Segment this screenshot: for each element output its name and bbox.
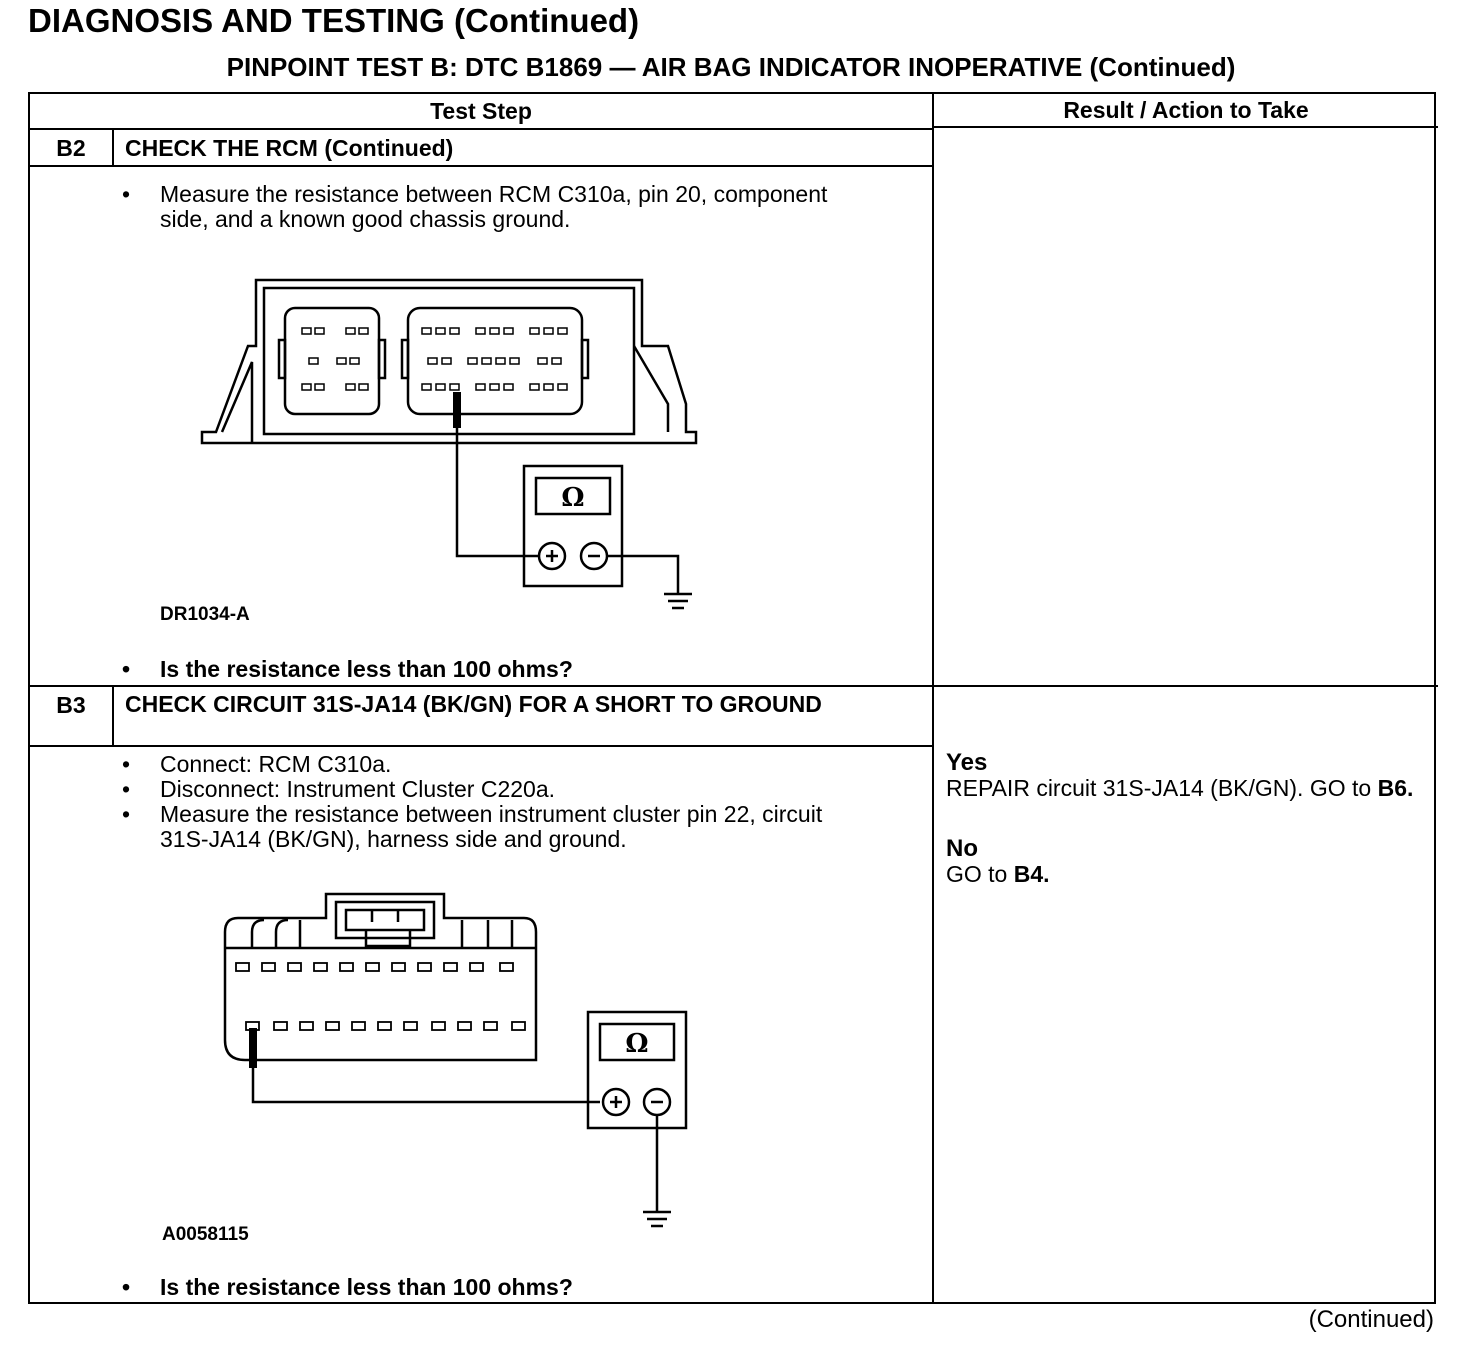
column-divider [932, 94, 934, 1304]
bullet: • [122, 656, 131, 682]
column-header-test-step: Test Step [430, 98, 532, 124]
bullet: • [122, 1274, 131, 1300]
pinpoint-test-title: PINPOINT TEST B: DTC B1869 — AIR BAG IND… [226, 52, 1236, 82]
page-heading: DIAGNOSIS AND TESTING (Continued) [28, 2, 640, 39]
step-id-b2: B2 [56, 135, 86, 161]
action-text: Connect: RCM C310a. [160, 751, 392, 777]
figure-id-b2: DR1034-A [160, 604, 250, 625]
question-text: Is the resistance less than 100 ohms? [160, 656, 573, 682]
yes-goto-step: B6 [1377, 775, 1407, 801]
b3-action-item: • Disconnect: Instrument Cluster C220a. [122, 777, 902, 802]
b3-action-item: • Measure the resistance between instrum… [122, 802, 842, 852]
action-text: Measure the resistance between instrumen… [160, 801, 823, 852]
column-header-result: Result / Action to Take [1063, 97, 1309, 123]
action-text: Measure the resistance between RCM C310a… [160, 181, 828, 232]
step-id-b3: B3 [56, 692, 86, 718]
header-divider-left [30, 128, 932, 130]
figure-id-b3: A0058115 [162, 1224, 249, 1245]
action-text: Disconnect: Instrument Cluster C220a. [160, 776, 556, 802]
header-divider-right [934, 126, 1438, 128]
b2-question: • Is the resistance less than 100 ohms? [122, 657, 922, 682]
result-no-label: No [946, 835, 978, 862]
b3-question: • Is the resistance less than 100 ohms? [122, 1275, 922, 1300]
bullet: • [122, 181, 131, 207]
b3-title-divider [30, 745, 932, 747]
question-text: Is the resistance less than 100 ohms? [160, 1274, 573, 1300]
pinpoint-test-table: Test Step Result / Action to Take B2 CHE… [28, 92, 1438, 1304]
result-yes-label: Yes [946, 749, 988, 776]
result-no-text: GO to B4. [946, 861, 1050, 887]
b2-id-divider [112, 130, 114, 166]
no-action: GO to [946, 861, 1008, 887]
result-yes-text: REPAIR circuit 31S-JA14 (BK/GN). GO to B… [946, 775, 1414, 801]
bullet: • [122, 751, 131, 777]
b2-title-divider [30, 165, 932, 167]
b2-action-item: • Measure the resistance between RCM C31… [122, 182, 842, 232]
bullet: • [122, 801, 131, 827]
continued-note: (Continued) [1308, 1306, 1434, 1333]
b3-action-item: • Connect: RCM C310a. [122, 752, 902, 777]
b2-b3-divider [30, 685, 1438, 687]
b3-id-divider [112, 687, 114, 746]
step-title-b3: CHECK CIRCUIT 31S-JA14 (BK/GN) FOR A SHO… [125, 691, 822, 717]
step-title-b2: CHECK THE RCM (Continued) [125, 135, 454, 161]
no-goto-step: B4 [1013, 861, 1044, 887]
yes-action: REPAIR circuit 31S-JA14 (BK/GN). GO to [946, 775, 1372, 801]
bullet: • [122, 776, 131, 802]
